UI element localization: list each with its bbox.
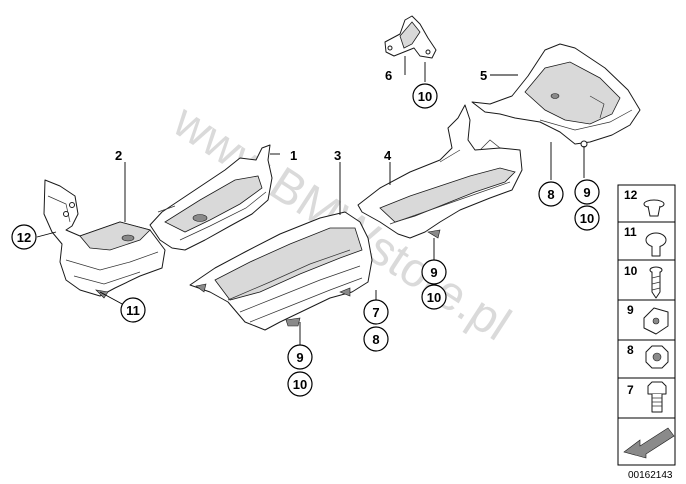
self-tapping-screw-icon bbox=[649, 266, 663, 299]
hex-nut-icon bbox=[645, 345, 669, 369]
svg-text:10: 10 bbox=[293, 377, 307, 392]
svg-text:12: 12 bbox=[17, 230, 31, 245]
part-4-shield bbox=[357, 104, 523, 239]
svg-text:11: 11 bbox=[126, 303, 140, 318]
hex-bolt-icon bbox=[647, 381, 667, 413]
callout-8-center: 8 bbox=[363, 326, 389, 352]
label-part-5: 5 bbox=[480, 68, 487, 83]
part-6-bracket bbox=[384, 15, 437, 59]
svg-text:10: 10 bbox=[580, 211, 594, 226]
part-3-shield bbox=[189, 211, 373, 331]
callout-8-right: 8 bbox=[538, 181, 564, 207]
svg-text:10: 10 bbox=[427, 290, 441, 305]
callout-9-center: 9 bbox=[421, 259, 447, 285]
document-id: 00162143 bbox=[628, 470, 673, 481]
plastic-clip-icon bbox=[643, 199, 665, 217]
label-part-1: 1 bbox=[290, 148, 297, 163]
leader-lines bbox=[36, 56, 585, 345]
callout-11: 11 bbox=[120, 297, 146, 323]
label-part-6: 6 bbox=[385, 68, 392, 83]
part-1-shield bbox=[149, 144, 273, 251]
svg-text:9: 9 bbox=[583, 185, 590, 200]
callout-10-right: 10 bbox=[574, 205, 600, 231]
svg-text:9: 9 bbox=[296, 350, 303, 365]
callout-10-center: 10 bbox=[421, 284, 447, 310]
callout-10-bottom: 10 bbox=[287, 371, 313, 397]
spring-nut-icon bbox=[643, 307, 669, 335]
svg-text:8: 8 bbox=[547, 187, 554, 202]
legend-label-7: 7 bbox=[627, 383, 634, 397]
label-part-3: 3 bbox=[334, 148, 341, 163]
part-5-shield bbox=[471, 43, 641, 148]
svg-text:7: 7 bbox=[372, 305, 379, 320]
legend-label-11: 11 bbox=[624, 225, 637, 239]
svg-text:9: 9 bbox=[430, 265, 437, 280]
fastener-legend: 12 11 10 9 8 7 bbox=[617, 184, 676, 466]
legend-label-9: 9 bbox=[627, 303, 634, 317]
callout-7: 7 bbox=[363, 299, 389, 325]
callout-12: 12 bbox=[11, 224, 37, 250]
callout-9-bottom: 9 bbox=[287, 344, 313, 370]
callout-9-right: 9 bbox=[574, 179, 600, 205]
label-part-4: 4 bbox=[384, 148, 392, 163]
legend-label-12: 12 bbox=[624, 188, 638, 202]
legend-label-8: 8 bbox=[627, 343, 634, 357]
expanding-rivet-icon bbox=[645, 232, 667, 257]
svg-text:8: 8 bbox=[372, 332, 379, 347]
svg-text:10: 10 bbox=[418, 89, 432, 104]
callout-10-top: 10 bbox=[412, 83, 438, 109]
part-2-shield bbox=[43, 179, 166, 299]
label-part-2: 2 bbox=[115, 148, 122, 163]
legend-label-10: 10 bbox=[624, 264, 638, 278]
direction-arrow-icon bbox=[623, 427, 675, 459]
